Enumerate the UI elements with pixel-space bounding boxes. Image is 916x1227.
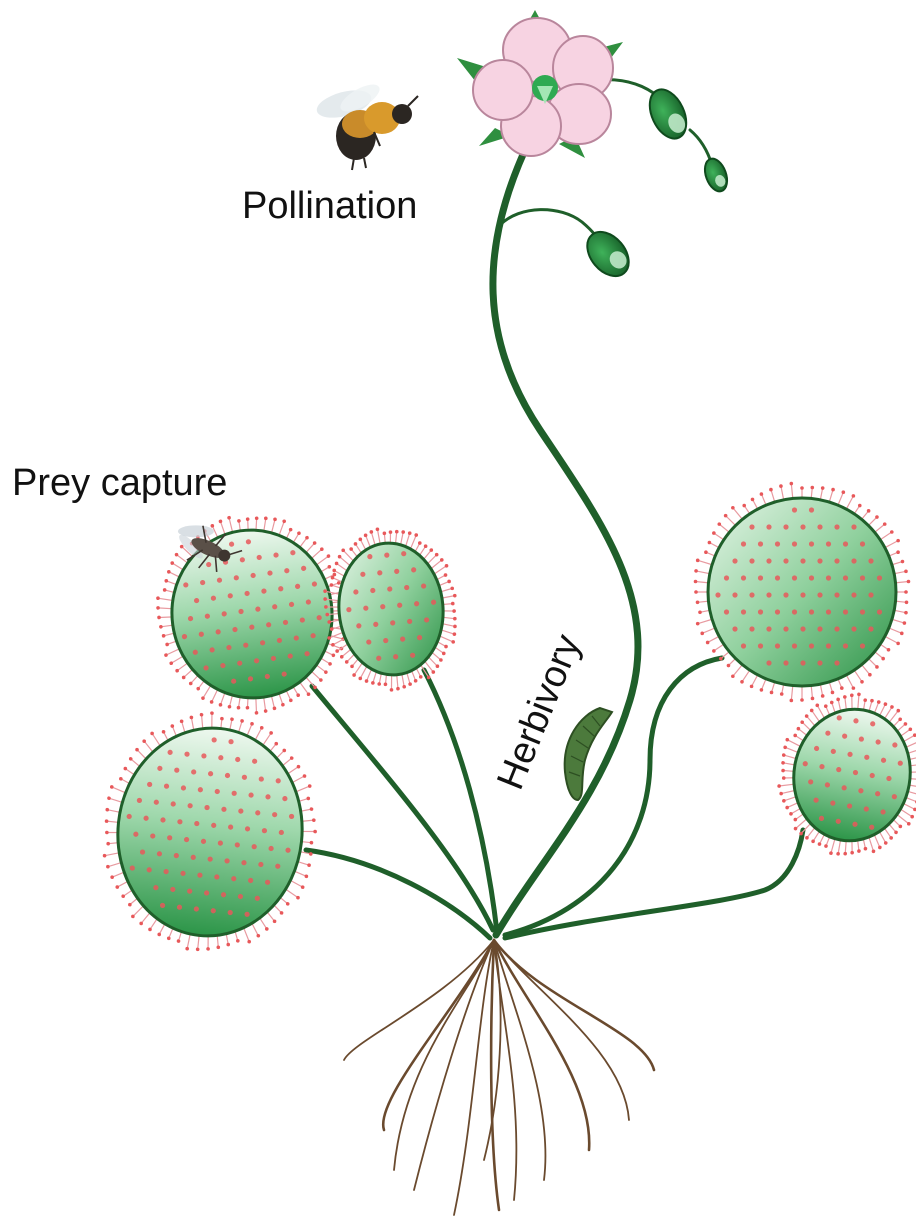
flower-icon bbox=[457, 10, 623, 158]
stalk-bottom-left bbox=[306, 850, 490, 938]
leaf-right-lower bbox=[766, 681, 916, 868]
pollination-label: Pollination bbox=[242, 185, 417, 227]
stalk-top-middle bbox=[424, 670, 497, 932]
root-icon bbox=[344, 940, 654, 1215]
flower-stem bbox=[493, 80, 712, 935]
caterpillar-icon bbox=[565, 708, 612, 800]
stalk-top-left bbox=[312, 686, 493, 930]
leaf-top-middle bbox=[318, 521, 465, 697]
stalk-right-lower bbox=[505, 830, 803, 938]
leaf-right-upper bbox=[694, 482, 911, 703]
leaf-bottom-left bbox=[92, 701, 329, 962]
prey-capture-label: Prey capture bbox=[12, 462, 227, 504]
bee-icon bbox=[314, 79, 418, 170]
